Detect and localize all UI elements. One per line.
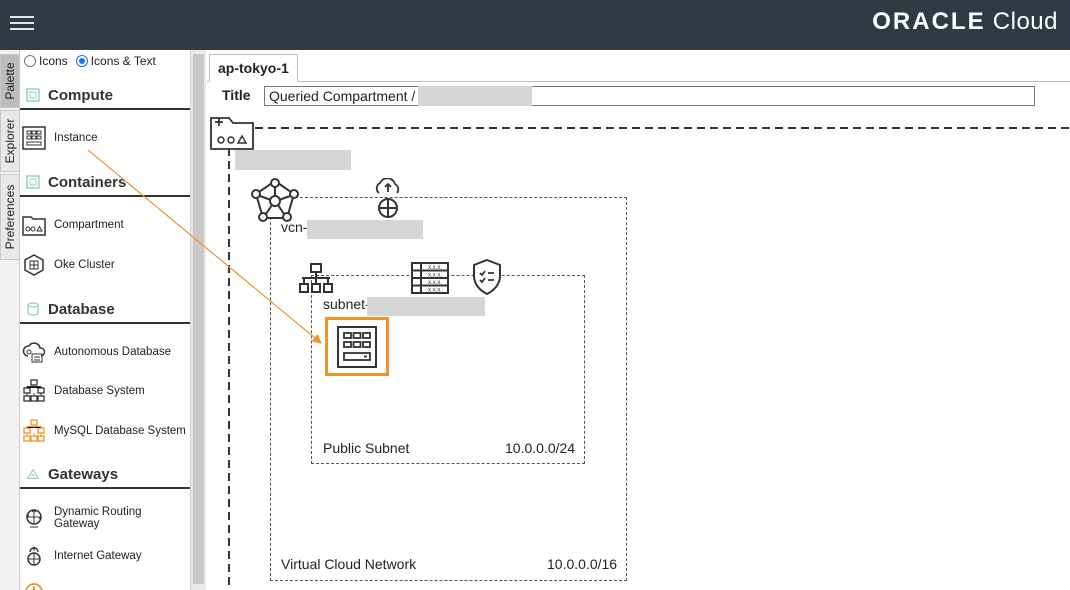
side-tab-bar: Palette Explorer Preferences	[0, 50, 20, 590]
palette-scrollbar[interactable]	[190, 50, 206, 590]
palette-item-internet-gateway[interactable]: Internet Gateway	[22, 542, 190, 570]
subnet-name-label: subnet-	[323, 296, 370, 312]
hamburger-menu-icon[interactable]	[10, 12, 34, 34]
subnet-cidr-label: 10.0.0.0/24	[505, 440, 576, 456]
section-compute[interactable]: Compute	[20, 82, 190, 110]
scrollbar-thumb[interactable]	[193, 54, 204, 584]
palette-panel: Icons Icons & Text Compute Instance Cont…	[20, 50, 190, 590]
internet-gateway-icon[interactable]	[373, 178, 403, 220]
section-containers[interactable]: Containers	[20, 169, 190, 197]
title-input[interactable]	[264, 86, 1035, 106]
oke-cluster-icon	[24, 254, 44, 276]
partial-gateway-icon	[25, 583, 43, 590]
palette-item-instance[interactable]: Instance	[22, 124, 190, 152]
database-system-icon	[23, 379, 45, 402]
radio-icons-and-text[interactable]: Icons & Text	[75, 54, 156, 68]
vcn-name-label: vcn-	[281, 219, 308, 235]
subnet-type-label: Public Subnet	[323, 440, 410, 456]
redacted-compartment-name	[418, 86, 532, 106]
instance-icon	[337, 326, 377, 368]
svg-text:x.x.x.: x.x.x.	[428, 280, 442, 286]
tab-explorer[interactable]: Explorer	[0, 110, 20, 172]
instance-icon	[22, 126, 46, 150]
redacted-vcn-name	[307, 220, 423, 239]
palette-item-database-system[interactable]: Database System	[22, 377, 190, 405]
mysql-database-system-icon	[23, 419, 45, 442]
redacted-subnet-name	[367, 297, 485, 316]
dynamic-routing-gateway-icon	[26, 509, 42, 528]
network-icon[interactable]	[299, 262, 333, 294]
internet-gateway-icon	[27, 546, 41, 566]
tab-palette[interactable]: Palette	[0, 54, 20, 108]
instance-node-selected[interactable]	[325, 317, 389, 376]
title-label: Title	[222, 87, 251, 103]
oracle-cloud-logo: ORACLE Cloud	[872, 8, 1058, 35]
view-mode-options: Icons Icons & Text	[24, 54, 156, 68]
palette-item-compartment[interactable]: Compartment	[22, 211, 190, 239]
radio-icons[interactable]: Icons	[24, 54, 68, 68]
route-table-icon[interactable]: x.x.x. x.x.x. x.x.x. x.x.x.	[411, 262, 449, 294]
design-canvas[interactable]: ap-tokyo-1 Title vcn-	[207, 50, 1070, 590]
palette-item-dynamic-routing-gateway[interactable]: Dynamic Routing Gateway	[22, 504, 190, 532]
containers-section-icon	[26, 175, 40, 189]
palette-item-oke-cluster[interactable]: Oke Cluster	[22, 251, 190, 279]
database-section-icon	[27, 302, 39, 316]
vcn-type-label: Virtual Cloud Network	[281, 556, 417, 572]
region-tab-strip: ap-tokyo-1	[207, 50, 1070, 82]
tab-ap-tokyo-1[interactable]: ap-tokyo-1	[209, 54, 298, 82]
compartment-icon[interactable]	[210, 114, 254, 150]
compartment-boundary	[228, 127, 1070, 590]
svg-text:x.x.x.: x.x.x.	[428, 288, 442, 294]
svg-text:x.x.x.: x.x.x.	[428, 265, 442, 271]
svg-text:x.x.x.: x.x.x.	[428, 273, 442, 279]
palette-item-autonomous-database[interactable]: Autonomous Database	[22, 338, 190, 366]
gateways-section-icon	[26, 468, 40, 479]
compartment-icon	[22, 216, 46, 236]
palette-item-mysql-database-system[interactable]: MySQL Database System	[22, 417, 190, 445]
section-database[interactable]: Database	[20, 296, 190, 324]
vcn-container[interactable]	[270, 197, 627, 581]
top-bar: ORACLE Cloud	[0, 0, 1070, 50]
section-gateways[interactable]: Gateways	[20, 461, 190, 489]
vcn-cidr-label: 10.0.0.0/16	[547, 556, 618, 572]
vcn-icon[interactable]	[251, 178, 299, 222]
compute-section-icon	[26, 88, 40, 102]
tab-preferences[interactable]: Preferences	[0, 174, 20, 260]
redacted-compartment-label	[235, 150, 351, 170]
security-list-icon[interactable]	[471, 258, 503, 296]
autonomous-database-icon	[22, 342, 46, 363]
